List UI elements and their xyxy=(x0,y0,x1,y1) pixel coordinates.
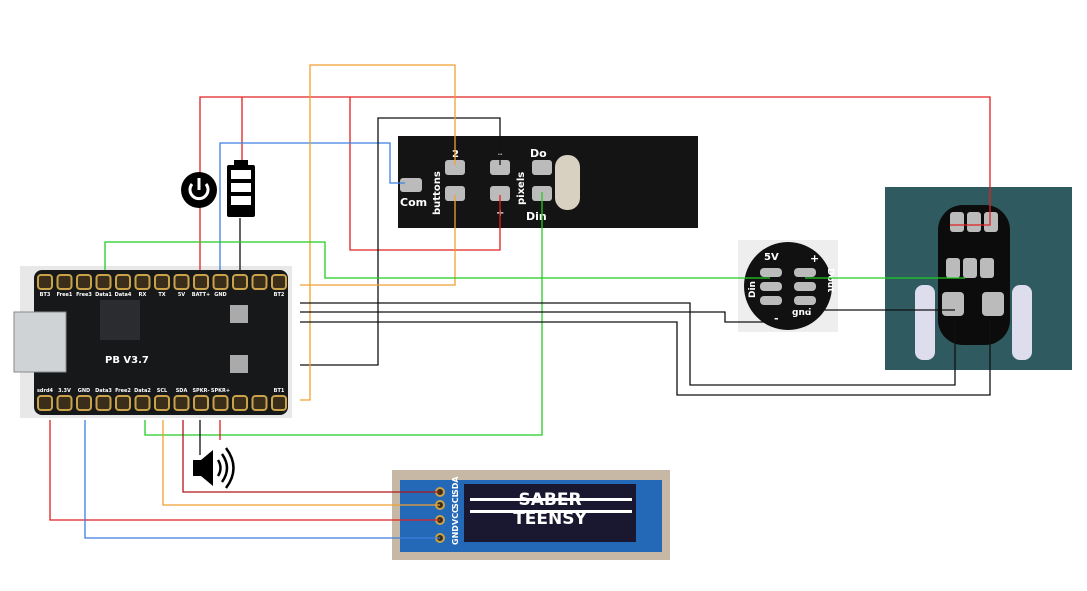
pin-label: sdrd4 xyxy=(37,388,54,394)
board-version: PB V3.7 xyxy=(105,355,149,366)
label-5v: 5V xyxy=(764,252,779,263)
wires xyxy=(49,64,991,539)
pin-pad xyxy=(193,395,209,411)
label-buttons: buttons xyxy=(432,171,443,215)
oled-pin-sda: SDA xyxy=(451,476,460,495)
pin-pad xyxy=(251,274,268,290)
led-strip-module xyxy=(885,187,1072,370)
pin-label: GND xyxy=(78,388,90,394)
pin-pad xyxy=(154,395,170,411)
battery-icon xyxy=(227,160,255,217)
label-pixels: pixels xyxy=(516,172,527,205)
pin-pad xyxy=(173,395,190,411)
pin-label: Data4 xyxy=(115,292,132,298)
pin-pad xyxy=(271,395,287,411)
label-do: Do xyxy=(530,147,547,160)
oled-pin-vcc: VCC xyxy=(451,507,460,525)
pin-label: Free3 xyxy=(76,292,92,298)
label-gnd: gnd xyxy=(792,308,811,318)
pin-label: Data3 xyxy=(95,388,112,394)
pin-pad xyxy=(251,395,268,411)
pin-label: 3.3V xyxy=(58,388,71,394)
pin-pad xyxy=(232,274,248,290)
label-com: Com xyxy=(400,196,427,209)
pin-label: 5V xyxy=(178,292,185,298)
pin-pad xyxy=(76,274,92,290)
label-minus: - xyxy=(774,312,779,325)
pin-pad xyxy=(173,274,190,290)
pin-label: BT2 xyxy=(274,292,285,298)
pin-pad xyxy=(115,274,131,290)
led-connector-board: 5V + Din Dout - gnd xyxy=(738,240,838,332)
pin-label: SPKR- xyxy=(192,388,209,394)
pin-label: RX xyxy=(139,292,147,298)
pin-pad xyxy=(193,274,209,290)
label-dout: Dout xyxy=(825,268,835,293)
pin-pad xyxy=(37,274,53,290)
oled-pin-scl: SCL xyxy=(451,492,460,509)
pin-pad xyxy=(95,395,112,411)
label-din: Din xyxy=(748,281,758,298)
pin-pad xyxy=(232,395,248,411)
pin-label: TX xyxy=(158,292,165,298)
pin-label: Free2 xyxy=(115,388,131,394)
buttons-pixels-board: Com buttons 2 - + pixels Do Din xyxy=(398,136,698,228)
oled-text-saber: SABER xyxy=(518,490,581,510)
pin-label: SDA xyxy=(176,388,188,394)
label-plus: + xyxy=(810,252,819,265)
pin-pad xyxy=(76,395,92,411)
pin-label: BATT+ xyxy=(192,292,210,298)
pin-label: SCL xyxy=(157,388,168,394)
pin-label: BT3 xyxy=(40,292,51,298)
pin-pad xyxy=(134,395,151,411)
pin-pad xyxy=(56,274,73,290)
pin-pad xyxy=(271,274,287,290)
label-din: Din xyxy=(526,210,547,223)
pin-label: Data1 xyxy=(95,292,112,298)
pin-pad xyxy=(212,274,229,290)
pin-label: Data2 xyxy=(134,388,151,394)
pin-label: SPKR+ xyxy=(211,388,230,394)
oled-display: SABER TEENSY GND VCC SCL SDA xyxy=(392,470,670,560)
oled-pin-gnd: GND xyxy=(451,525,460,545)
speaker-icon xyxy=(193,447,235,489)
pin-pad xyxy=(56,395,73,411)
pin-pad xyxy=(95,274,112,290)
pin-pad xyxy=(37,395,53,411)
power-icon xyxy=(181,172,217,208)
pin-pad xyxy=(212,395,229,411)
pin-pad xyxy=(115,395,131,411)
pin-pad xyxy=(134,274,151,290)
pin-label: GND xyxy=(214,292,226,298)
pin-pad xyxy=(154,274,170,290)
pin-label: BT1 xyxy=(274,388,285,394)
pin-label: Free1 xyxy=(57,292,73,298)
oled-text-teensy: TEENSY xyxy=(513,509,587,529)
